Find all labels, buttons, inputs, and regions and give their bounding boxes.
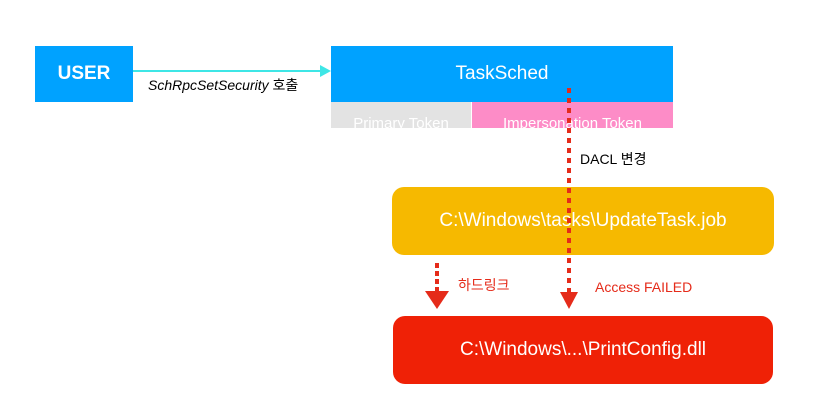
dacl-edge-label: DACL 변경	[580, 151, 647, 167]
call-edge-label: SchRpcSetSecurity 호출	[148, 75, 298, 95]
user-node: USER	[35, 46, 133, 102]
call-arrow-head	[320, 65, 331, 77]
job-file-label: C:\Windows\tasks\UpdateTask.job	[439, 210, 727, 231]
call-edge-function: SchRpcSetSecurity	[148, 77, 269, 93]
impersonation-token-node: Impersonation Token	[472, 102, 673, 128]
tasksched-node: TaskSched	[331, 46, 673, 102]
primary-token-node: Primary Token	[331, 102, 471, 128]
call-edge-suffix: 호출	[268, 77, 299, 93]
user-node-label: USER	[57, 63, 111, 84]
impersonation-token-label: Impersonation Token	[503, 115, 642, 128]
dll-file-node: C:\Windows\...\PrintConfig.dll	[393, 316, 773, 384]
access-failed-label: Access FAILED	[595, 279, 693, 295]
hardlink-arrow-head	[425, 291, 449, 309]
primary-token-label: Primary Token	[353, 115, 449, 128]
dll-file-label: C:\Windows\...\PrintConfig.dll	[459, 339, 707, 360]
hardlink-edge-label: 하드링크	[458, 277, 510, 293]
tasksched-node-label: TaskSched	[455, 63, 549, 84]
dacl-arrow-head	[560, 292, 578, 309]
job-file-node: C:\Windows\tasks\UpdateTask.job	[392, 187, 774, 255]
